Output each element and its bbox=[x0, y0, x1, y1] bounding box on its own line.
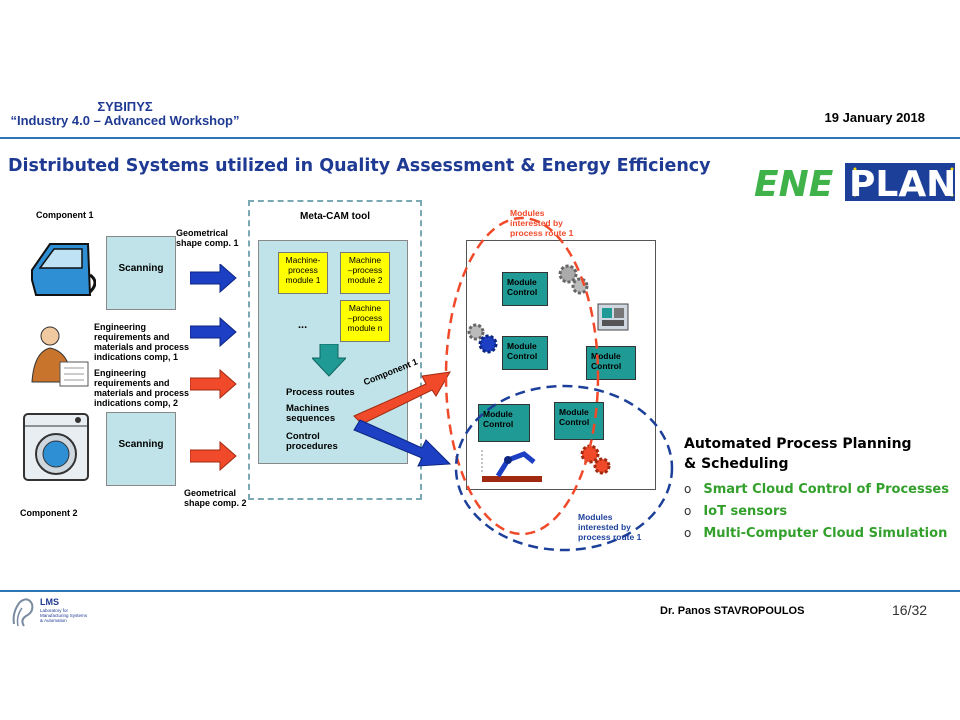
engineer-person-icon bbox=[31, 326, 89, 387]
metacam-outer-frame bbox=[248, 200, 422, 500]
page-number: 16/32 bbox=[892, 602, 928, 618]
eneplan-logo: ENE PLAN bbox=[752, 163, 957, 205]
logo-part1: ENE bbox=[754, 164, 834, 201]
module-n: Machine –process module n bbox=[340, 300, 390, 342]
machine-icon bbox=[597, 303, 629, 331]
top-rule bbox=[0, 137, 960, 139]
module-control-2: Module Control bbox=[502, 336, 548, 370]
gears-icon-blue bbox=[467, 323, 498, 354]
footer-author: Dr. Panos STAVROPOULOS bbox=[660, 605, 805, 617]
lms-sublabel: Laboratory for Manufacturing Systems & A… bbox=[40, 608, 88, 623]
lms-label: LMS bbox=[40, 597, 59, 607]
route-ellipses bbox=[444, 216, 674, 552]
scanning-box-1: Scanning bbox=[106, 236, 176, 310]
module-2: Machine –process module 2 bbox=[340, 252, 390, 294]
logo-part2: PLAN bbox=[849, 164, 956, 201]
scanning-box-2: Scanning bbox=[106, 412, 176, 486]
route-arrows bbox=[353, 371, 452, 467]
red-route-arrow bbox=[353, 371, 451, 425]
org-name: ΣΥΒΙΠΥΣ bbox=[97, 99, 153, 114]
lms-logo-icon bbox=[12, 598, 34, 627]
module-control-1: Module Control bbox=[502, 272, 548, 306]
engineering-req-label-1: Engineering requirements and materials a… bbox=[94, 322, 190, 362]
metacam-title: Meta-CAM tool bbox=[300, 211, 370, 222]
bottom-rule bbox=[0, 590, 960, 592]
header-date: 19 January 2018 bbox=[824, 110, 925, 125]
heading-line1: Automated Process Planning bbox=[684, 436, 912, 452]
blue-route-ellipse bbox=[454, 384, 674, 552]
modules-route2-label: Modules interested by process route 1 bbox=[578, 512, 642, 542]
gears-icon-grey bbox=[558, 264, 589, 295]
header-org: ΣΥΒΙΠΥΣ “Industry 4.0 – Advanced Worksho… bbox=[0, 100, 250, 128]
output-machines-sequences: Machines sequences bbox=[286, 403, 336, 424]
robot-arm-icon bbox=[481, 450, 542, 482]
arrow-geom2 bbox=[190, 440, 237, 472]
geometrical-shape-label-1: Geometrical shape comp. 1 bbox=[176, 228, 239, 248]
arrow-eng1 bbox=[190, 316, 237, 348]
modules-route1-label: Modules interested by process route 1 bbox=[510, 208, 574, 238]
module-control-3: Module Control bbox=[586, 346, 636, 380]
module-1: Machine- process module 1 bbox=[278, 252, 328, 294]
module-control-4: Module Control bbox=[478, 404, 530, 442]
slide-title: Distributed Systems utilized in Quality … bbox=[8, 156, 711, 176]
blue-route-arrow bbox=[353, 419, 452, 467]
component1-label: Component 1 bbox=[36, 210, 94, 220]
geometrical-shape-label-2: Geometrical shape comp. 2 bbox=[184, 488, 247, 508]
workshop-name: “Industry 4.0 – Advanced Workshop” bbox=[10, 113, 240, 128]
engineering-req-label-2: Engineering requirements and materials a… bbox=[94, 368, 190, 408]
input-arrows bbox=[190, 264, 237, 472]
module-ellipsis: ... bbox=[298, 319, 308, 331]
washing-machine-icon bbox=[23, 413, 89, 481]
output-control-procedures: Control procedures bbox=[286, 431, 338, 452]
right-panel-heading: Automated Process Planning & Scheduling bbox=[684, 434, 912, 474]
component2-label: Component 2 bbox=[20, 508, 78, 518]
red-route-ellipse bbox=[444, 216, 600, 536]
down-arrow-icon bbox=[312, 344, 346, 377]
car-door-icon bbox=[31, 243, 96, 296]
arrow-geom1 bbox=[190, 264, 237, 294]
output-process-routes: Process routes bbox=[286, 387, 355, 398]
heading-line2: & Scheduling bbox=[684, 456, 789, 472]
arrow-eng2 bbox=[190, 368, 237, 400]
